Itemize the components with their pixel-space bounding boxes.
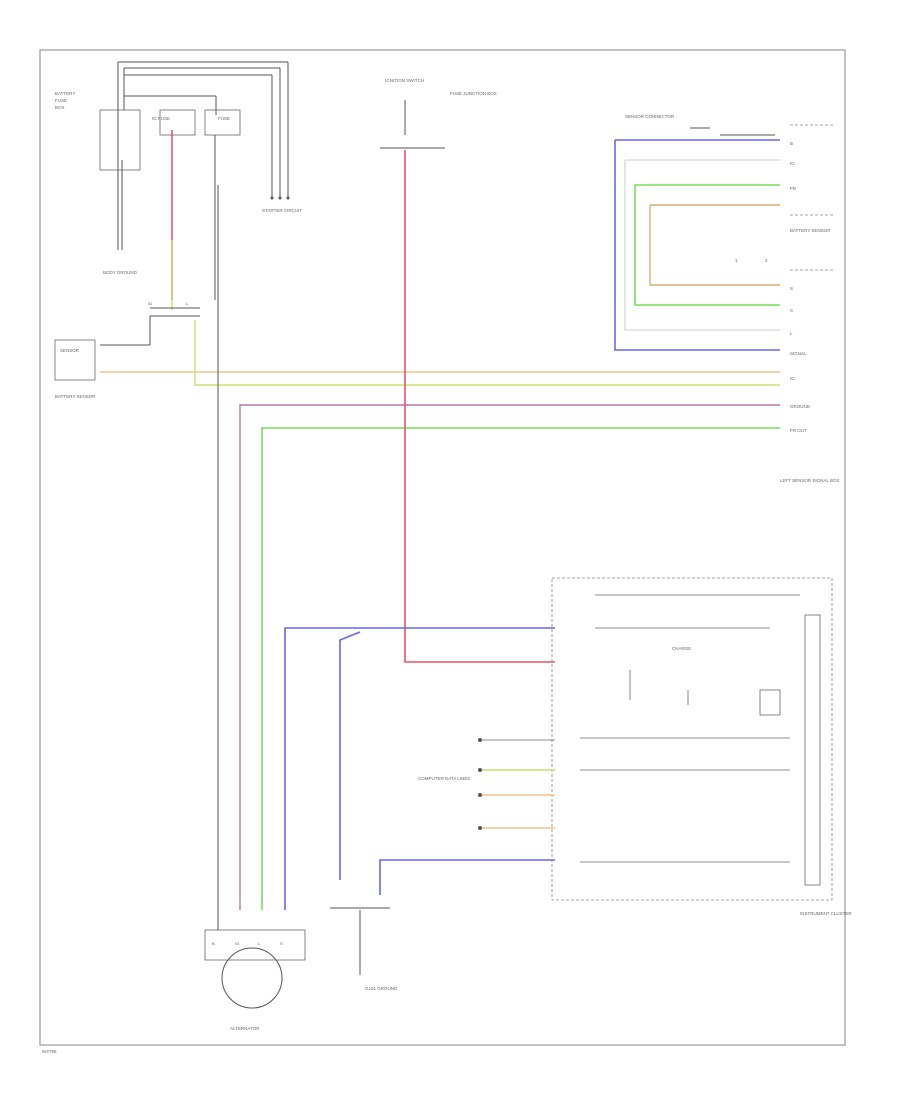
ig-connector: IG L	[100, 301, 200, 346]
svg-text:CHARGE: CHARGE	[672, 646, 691, 651]
svg-text:IG FUSE: IG FUSE	[152, 116, 170, 121]
svg-text:BATTERY: BATTERY	[55, 91, 75, 96]
svg-text:STARTER CIRCUIT: STARTER CIRCUIT	[262, 208, 302, 213]
svg-text:1: 1	[735, 258, 738, 263]
wire-blue-cluster	[284, 627, 555, 910]
svg-text:ALTERNATOR: ALTERNATOR	[230, 1026, 260, 1031]
svg-text:SIGNAL: SIGNAL	[790, 351, 807, 356]
svg-text:L: L	[790, 331, 793, 336]
svg-text:G101 GROUND: G101 GROUND	[365, 986, 398, 991]
wire-yellowgreen	[194, 320, 780, 386]
svg-text:LEFT SENSOR SIGNAL BOX: LEFT SENSOR SIGNAL BOX	[780, 478, 840, 483]
svg-text:B: B	[212, 941, 215, 946]
wire-purple	[239, 404, 780, 910]
svg-text:INSTRUMENT CLUSTER: INSTRUMENT CLUSTER	[800, 911, 852, 916]
ground-block: G101 GROUND	[330, 907, 398, 991]
svg-text:S: S	[280, 941, 283, 946]
svg-text:IG: IG	[790, 161, 795, 166]
svg-text:2: 2	[765, 258, 768, 263]
svg-text:SENSOR: SENSOR	[60, 348, 80, 353]
svg-text:BATTERY SENSOR: BATTERY SENSOR	[55, 394, 96, 399]
svg-text:B: B	[790, 141, 793, 146]
battery-sensor-left: SENSOR BATTERY SENSOR	[54, 339, 96, 399]
svg-text:IG: IG	[235, 941, 239, 946]
wire-green	[261, 427, 780, 910]
svg-text:SENSOR CONNECTOR: SENSOR CONNECTOR	[625, 114, 675, 119]
svg-text:BODY GROUND: BODY GROUND	[103, 270, 138, 275]
svg-text:BOX: BOX	[55, 105, 65, 110]
wire-blue-branch	[339, 631, 361, 880]
alternator: B IG L S ALTERNATOR	[204, 929, 306, 1031]
svg-text:FR: FR	[790, 186, 797, 191]
svg-text:BATTERY SENSOR: BATTERY SENSOR	[790, 228, 831, 233]
data-lines: COMPUTER DATA LINES	[418, 738, 555, 830]
battery-fuse-box: BATTERY FUSE BOX IG FUSE FUSE BODY GROUN…	[55, 61, 302, 300]
svg-text:IGNITION SWITCH: IGNITION SWITCH	[385, 78, 424, 83]
svg-text:L: L	[186, 301, 189, 306]
svg-text:FUSE: FUSE	[55, 98, 67, 103]
svg-text:IG: IG	[790, 376, 795, 381]
footer-code: W4T96	[42, 1049, 57, 1054]
svg-text:GROUND: GROUND	[790, 404, 811, 409]
instrument-cluster: CHARGE INSTRUMENT CLUSTER	[551, 577, 852, 916]
wire-blue-lower	[379, 859, 555, 895]
svg-text:C: C	[790, 308, 794, 313]
svg-text:IG: IG	[148, 301, 152, 306]
svg-text:COMPUTER DATA LINES: COMPUTER DATA LINES	[418, 776, 470, 781]
svg-text:L: L	[258, 941, 261, 946]
svg-text:FUSE JUNCTION BOX: FUSE JUNCTION BOX	[450, 91, 497, 96]
svg-text:FUSE: FUSE	[218, 116, 230, 121]
sensor-connector: SENSOR CONNECTOR B IG FR BATTERY SENSOR …	[614, 114, 840, 483]
svg-text:FR OUT: FR OUT	[790, 428, 807, 433]
svg-text:S: S	[790, 286, 793, 291]
wire-red-main	[404, 150, 555, 663]
ignition-switch: IGNITION SWITCH FUSE JUNCTION BOX	[380, 78, 497, 149]
diagram-frame	[39, 49, 846, 1046]
